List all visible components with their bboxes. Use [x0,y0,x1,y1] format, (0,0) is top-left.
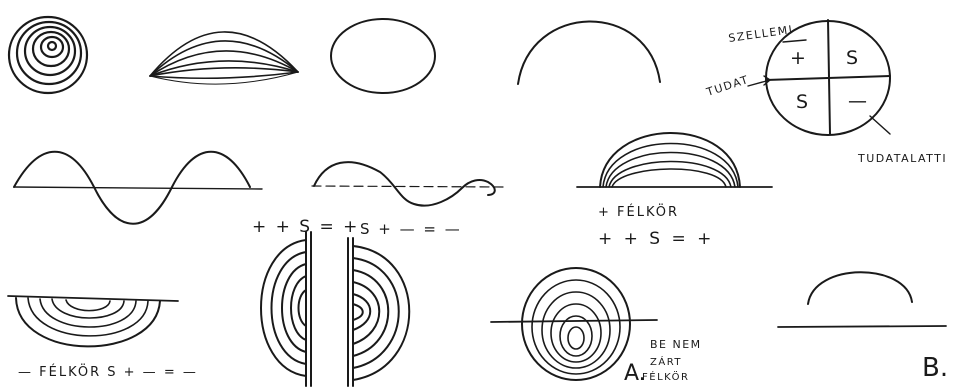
sine-wave-figure [14,152,262,224]
quartered-circle-diagram: + S S — SZELLEMI TUDAT TUDATALATTI [704,20,947,165]
oval-figure [331,19,435,93]
quadrant-bottom-right: — [848,90,867,112]
quadrant-top-right: S [846,47,858,69]
split-circle-right-half [348,238,409,386]
label-conscious: TUDAT [704,73,751,99]
open-arc-figure [518,21,660,84]
minus-semicircle-label: — FÉLKÖR S + — = — [18,363,198,380]
figure-a-caption-line1: BE NEM [650,338,702,351]
concentric-spiral-figure [9,17,87,93]
stacked-arcs-figure [150,32,298,84]
center-formula-right: S + — = — [360,220,462,238]
plus-semicircle-label: + FÉLKÖR [598,203,679,220]
figure-b: B. [778,272,948,383]
figure-b-letter: B. [922,353,948,383]
quadrant-bottom-left: S [796,91,808,113]
damped-wave-figure [312,162,505,206]
figure-a: A. BE NEM ZÁRT FÉLKÖR [491,268,702,386]
plus-semicircle-formula: + + S = + [598,229,714,249]
figure-a-caption-line2: ZÁRT [650,355,682,368]
split-circle-left-half [261,232,311,386]
label-subconscious: TUDATALATTI [857,152,947,165]
quadrant-top-left: + [790,47,806,69]
plus-semicircle-figure: + FÉLKÖR + + S = + [577,133,772,249]
minus-semicircle-figure: — FÉLKÖR S + — = — [8,296,198,380]
figure-a-caption-line3: FÉLKÖR [642,370,689,383]
